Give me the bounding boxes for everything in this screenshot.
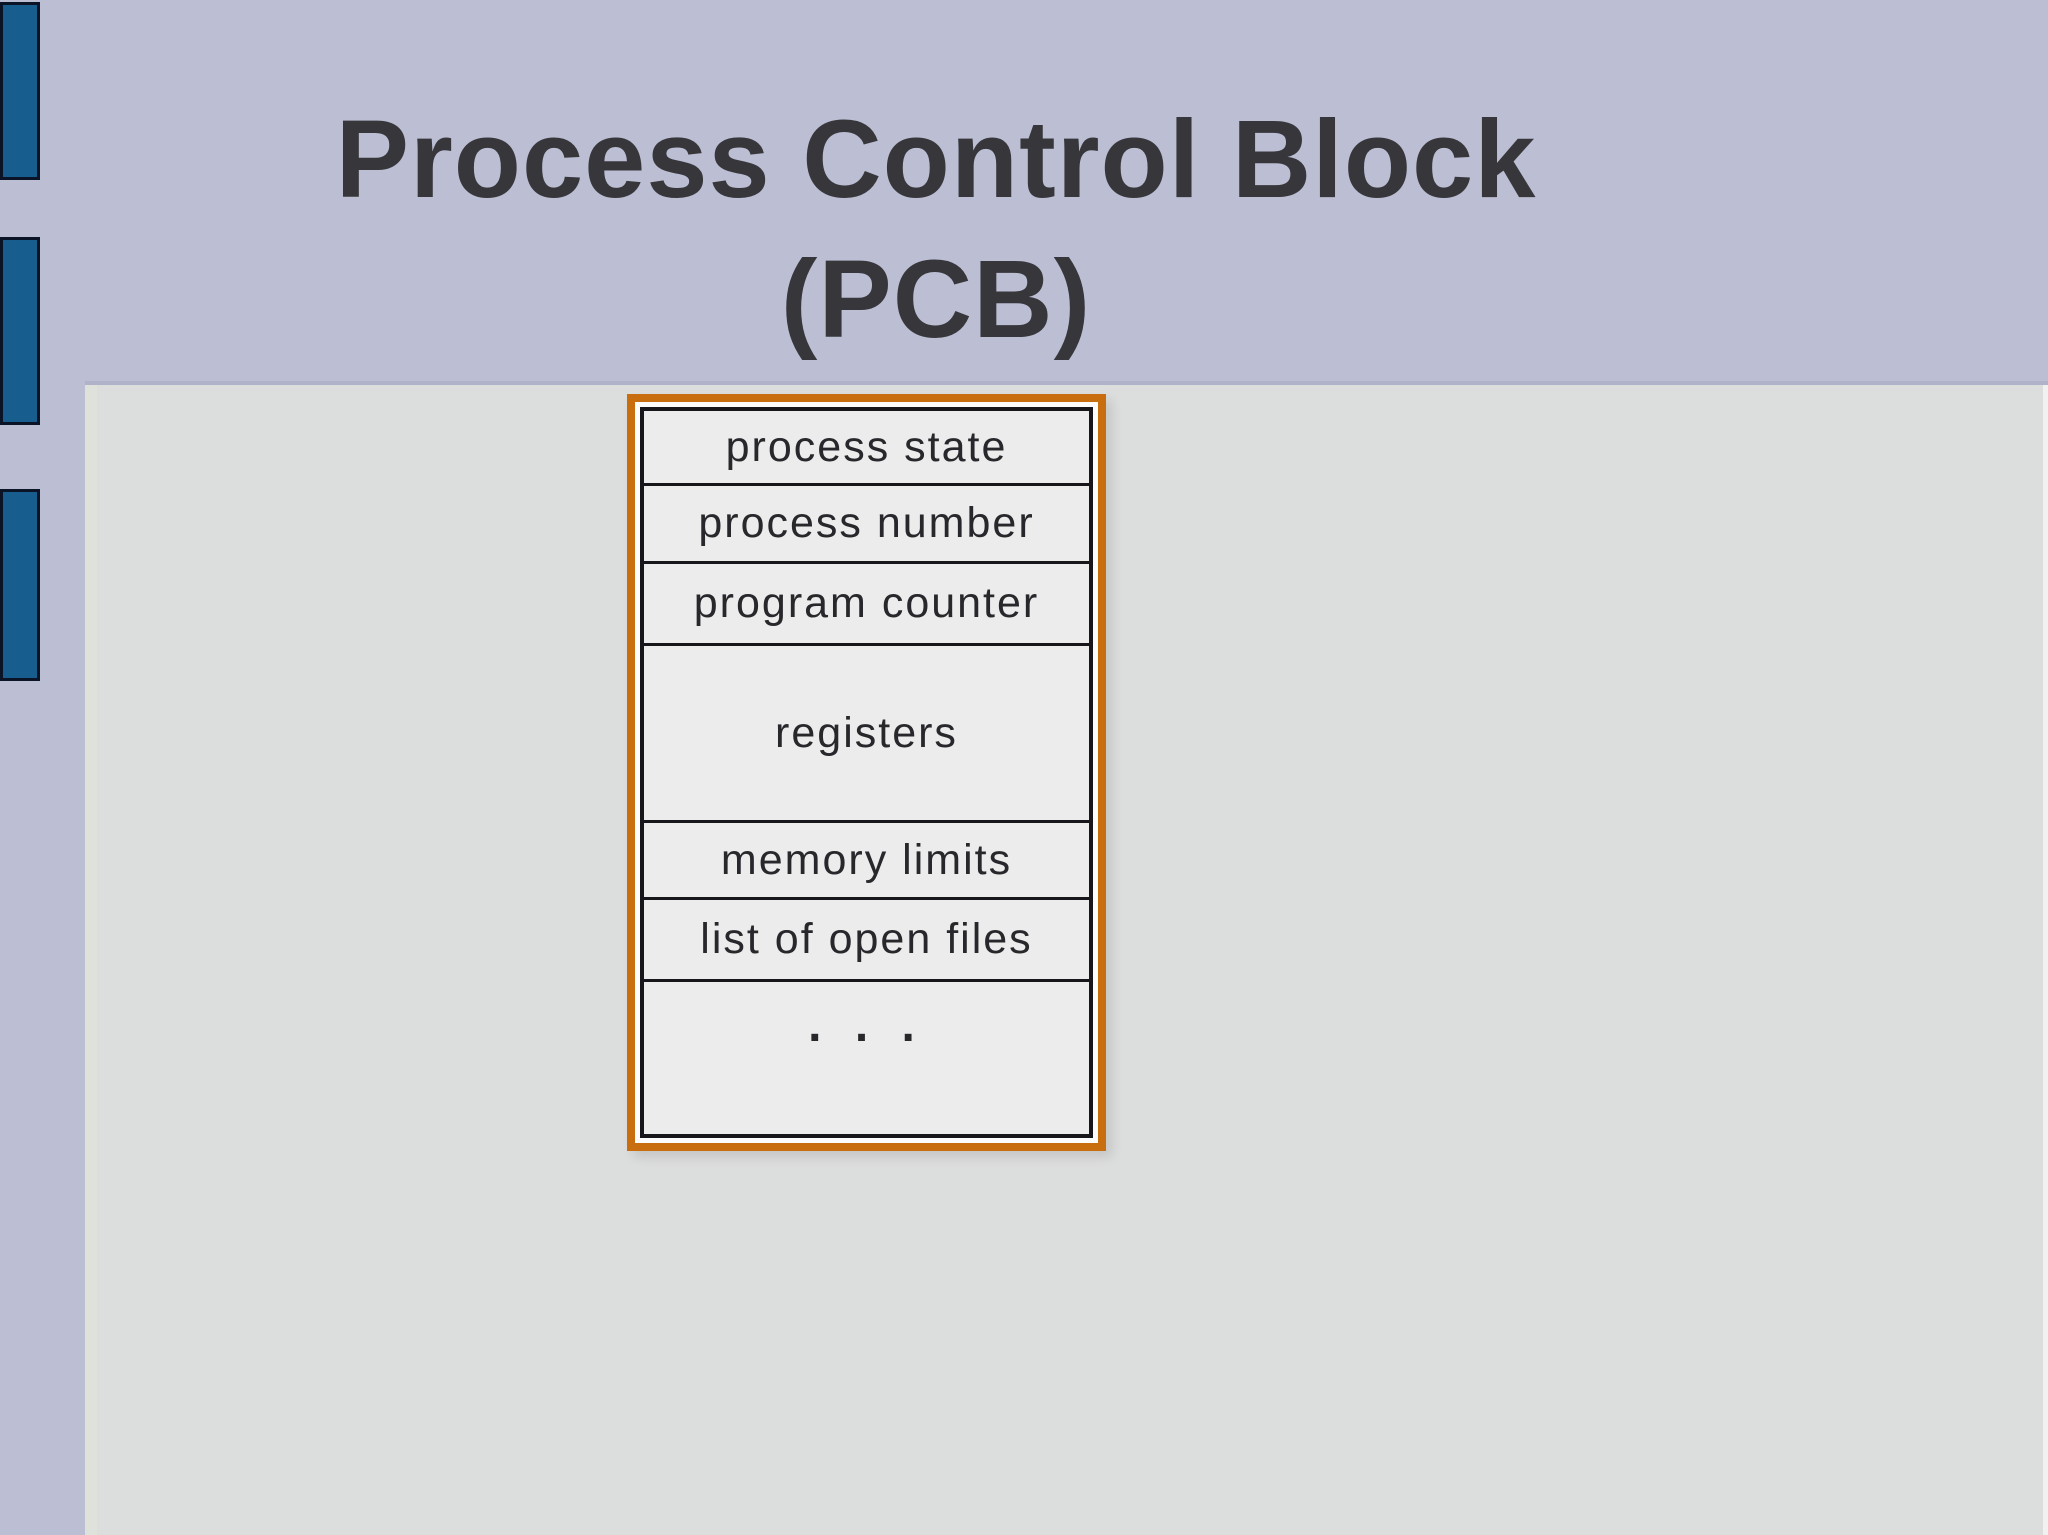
slide-title-line2: (PCB): [780, 238, 1092, 361]
pcb-row-registers: registers: [644, 646, 1089, 823]
pcb-row-label: registers: [775, 708, 958, 757]
slide-title: Process Control Block (PCB): [100, 90, 1772, 370]
sidebar-marker-2: [0, 237, 40, 425]
pcb-row-program-counter: program counter: [644, 564, 1089, 646]
banner-bottom-shadow: [85, 381, 2048, 385]
pcb-row-ellipsis: . . .: [644, 982, 1089, 1134]
pcb-table: process state process number program cou…: [640, 407, 1093, 1138]
sidebar-marker-1: [0, 2, 40, 180]
content-right-edge: [2043, 385, 2048, 1535]
pcb-row-label: program counter: [693, 579, 1040, 627]
title-banner: Process Control Block (PCB): [0, 0, 2048, 385]
pcb-row-label: process state: [725, 422, 1008, 471]
pcb-diagram: process state process number program cou…: [627, 394, 1106, 1151]
pcb-row-process-number: process number: [644, 486, 1089, 564]
content-left-edge: [85, 385, 97, 1535]
pcb-row-process-state: process state: [644, 411, 1089, 486]
pcb-row-label: . . .: [808, 999, 925, 1052]
sidebar-marker-3: [0, 489, 40, 681]
pcb-row-label: process number: [698, 499, 1035, 547]
pcb-row-memory-limits: memory limits: [644, 823, 1089, 900]
slide-title-line1: Process Control Block: [335, 98, 1537, 221]
pcb-row-label: list of open files: [700, 915, 1033, 963]
pcb-row-list-of-open-files: list of open files: [644, 900, 1089, 982]
pcb-row-label: memory limits: [720, 835, 1013, 884]
